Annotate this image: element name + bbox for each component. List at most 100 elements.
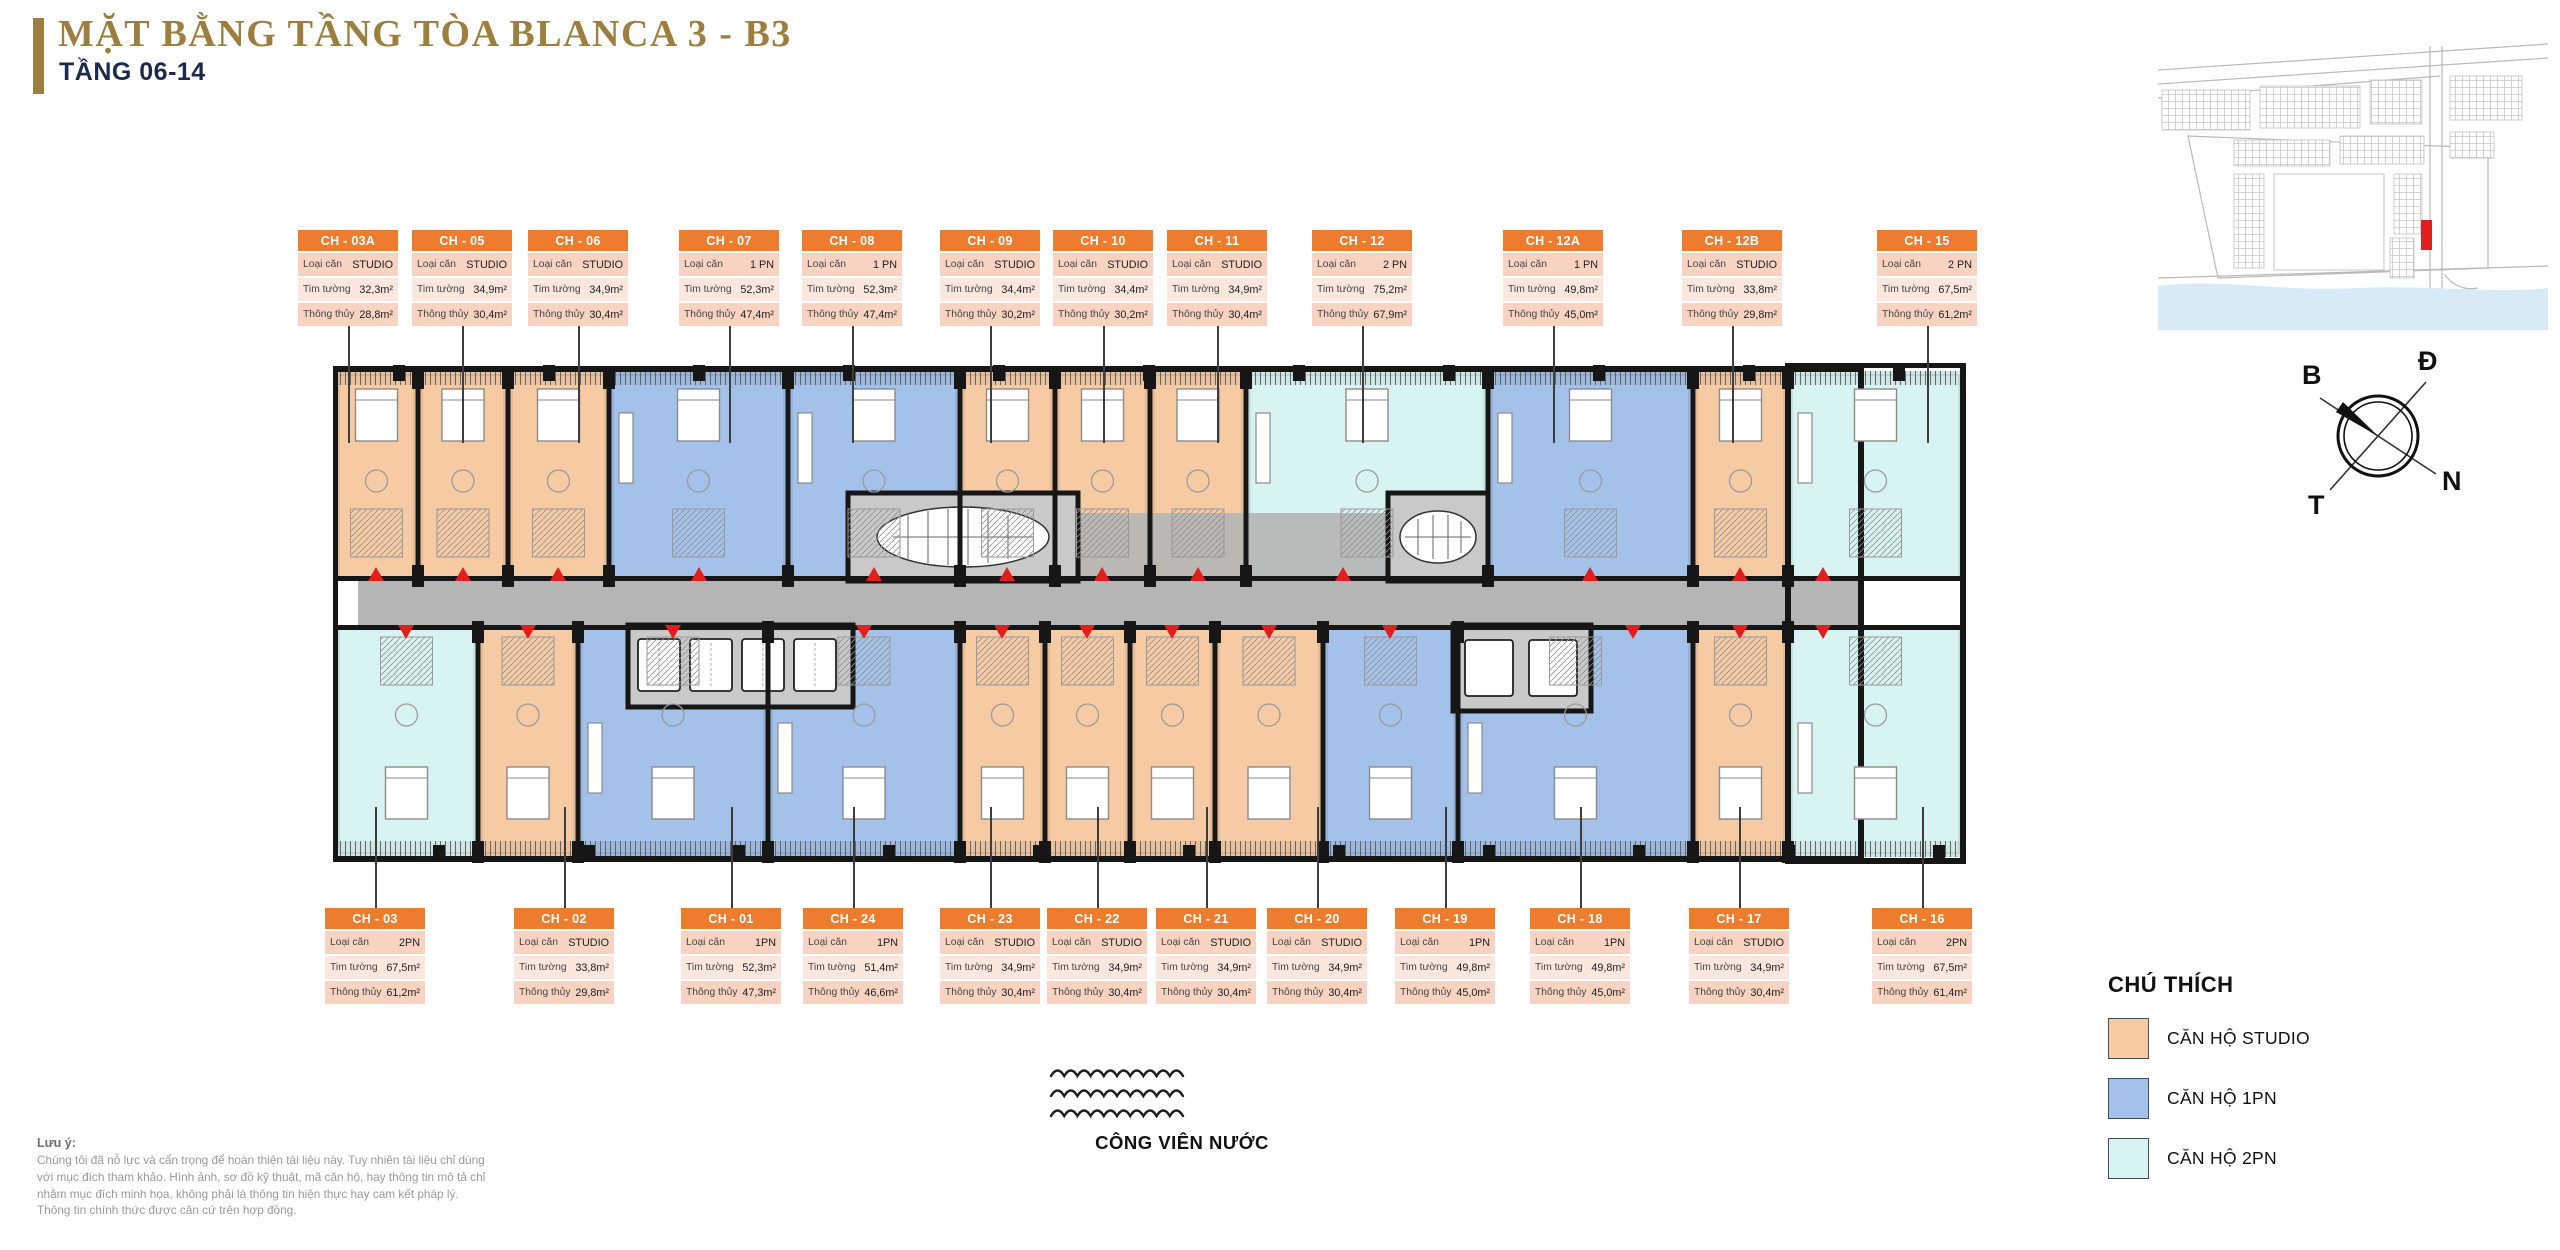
unit-card-id: CH - 07 <box>679 230 779 251</box>
unit-type-label: Loại căn <box>519 937 558 948</box>
unit-card-id: CH - 01 <box>681 908 781 929</box>
unit-card: CH - 01 Loại căn 1PN Tim tường 52,3m² Th… <box>681 807 781 1004</box>
compass-west-label: T <box>2308 490 2325 520</box>
unit-type-row: Loại căn 1PN <box>681 931 781 954</box>
compass-north-label: B <box>2302 360 2322 390</box>
unit-type-value: STUDIO <box>1743 936 1784 949</box>
legend-item-label: CĂN HỘ 1PN <box>2167 1088 2277 1108</box>
unit-net-label: Thông thủy <box>1882 309 1934 320</box>
unit-card: CH - 06 Loại căn STUDIO Tim tường 34,9m²… <box>528 230 628 443</box>
unit-cards-top-row: CH - 03A Loại căn STUDIO Tim tường 32,3m… <box>0 230 2560 443</box>
unit-net-row: Thông thủy 29,8m² <box>514 981 614 1004</box>
unit-card: CH - 12 Loại căn 2 PN Tim tường 75,2m² T… <box>1312 230 1412 443</box>
unit-card: CH - 12A Loại căn 1 PN Tim tường 49,8m² … <box>1503 230 1603 443</box>
unit-type-value: STUDIO <box>568 936 609 949</box>
unit-net-label: Thông thủy <box>1877 987 1929 998</box>
unit-card: CH - 12B Loại căn STUDIO Tim tường 33,8m… <box>1682 230 1782 443</box>
unit-gross-row: Tim tường 32,3m² <box>298 278 398 301</box>
unit-gross-label: Tim tường <box>303 284 351 295</box>
unit-type-row: Loại căn 1PN <box>1395 931 1495 954</box>
unit-net-label: Thông thủy <box>1694 987 1746 998</box>
unit-card-id: CH - 02 <box>514 908 614 929</box>
unit-type-label: Loại căn <box>945 259 984 270</box>
unit-card: CH - 03A Loại căn STUDIO Tim tường 32,3m… <box>298 230 398 443</box>
unit-net-label: Thông thủy <box>533 309 585 320</box>
disclaimer-body: Chúng tôi đã nỗ lực và cẩn trọng để hoàn… <box>37 1153 486 1218</box>
legend: CHÚ THÍCH CĂN HỘ STUDIO CĂN HỘ 1PN CĂN H… <box>2108 972 2428 1198</box>
unit-net-row: Thông thủy 47,4m² <box>679 303 779 326</box>
unit-gross-value: 33,8m² <box>575 961 609 974</box>
unit-net-label: Thông thủy <box>1058 309 1110 320</box>
unit-type-row: Loại căn 1PN <box>803 931 903 954</box>
unit-type-label: Loại căn <box>1882 259 1921 270</box>
unit-card-id: CH - 03 <box>325 908 425 929</box>
unit-type-row: Loại căn STUDIO <box>412 253 512 276</box>
unit-card: CH - 16 Loại căn 2PN Tim tường 67,5m² Th… <box>1872 807 1972 1004</box>
stair-core-right <box>1385 490 1491 584</box>
unit-gross-value: 49,8m² <box>1456 961 1490 974</box>
unit-net-row: Thông thủy 61,2m² <box>1877 303 1977 326</box>
unit-card: CH - 21 Loại căn STUDIO Tim tường 34,9m²… <box>1156 807 1256 1004</box>
unit-net-value: 67,9m² <box>1373 308 1407 321</box>
unit-type-value: 1PN <box>876 936 898 949</box>
unit-gross-row: Tim tường 49,8m² <box>1530 956 1630 979</box>
unit-net-value: 45,0m² <box>1456 986 1490 999</box>
unit-type-row: Loại căn STUDIO <box>514 931 614 954</box>
unit-type-label: Loại căn <box>807 259 846 270</box>
legend-item-label: CĂN HỘ 2PN <box>2167 1148 2277 1168</box>
unit-net-value: 30,4m² <box>1217 986 1251 999</box>
unit-card-id: CH - 06 <box>528 230 628 251</box>
unit-gross-row: Tim tường 34,9m² <box>1167 278 1267 301</box>
unit-net-row: Thông thủy 28,8m² <box>298 303 398 326</box>
unit-gross-value: 34,9m² <box>589 283 623 296</box>
unit-type-row: Loại căn 1 PN <box>679 253 779 276</box>
unit-net-row: Thông thủy 30,4m² <box>1047 981 1147 1004</box>
furniture-layer <box>350 388 1902 820</box>
unit-type-value: STUDIO <box>1107 258 1148 271</box>
site-map <box>2158 28 2548 330</box>
unit-gross-row: Tim tường 49,8m² <box>1503 278 1603 301</box>
unit-gross-row: Tim tường 52,3m² <box>679 278 779 301</box>
unit-gross-label: Tim tường <box>1172 284 1220 295</box>
unit-card: CH - 18 Loại căn 1PN Tim tường 49,8m² Th… <box>1530 807 1630 1004</box>
unit-net-value: 30,2m² <box>1001 308 1035 321</box>
unit-net-value: 28,8m² <box>359 308 393 321</box>
unit-card-id: CH - 03A <box>298 230 398 251</box>
unit-type-row: Loại căn 2PN <box>325 931 425 954</box>
compass-east-label: Đ <box>2418 348 2438 376</box>
unit-card-id: CH - 08 <box>802 230 902 251</box>
unit-type-value: STUDIO <box>1101 936 1142 949</box>
compass-rose: B Đ T N <box>2302 348 2462 520</box>
unit-gross-value: 34,9m² <box>1750 961 1784 974</box>
unit-type-row: Loại căn STUDIO <box>1267 931 1367 954</box>
unit-card-id: CH - 19 <box>1395 908 1495 929</box>
unit-net-row: Thông thủy 61,4m² <box>1872 981 1972 1004</box>
unit-gross-row: Tim tường 34,4m² <box>940 278 1040 301</box>
unit-net-row: Thông thủy 30,4m² <box>412 303 512 326</box>
unit-net-label: Thông thủy <box>1272 987 1324 998</box>
unit-card-id: CH - 15 <box>1877 230 1977 251</box>
unit-type-value: STUDIO <box>994 936 1035 949</box>
unit-net-row: Thông thủy 45,0m² <box>1503 303 1603 326</box>
unit-gross-label: Tim tường <box>1508 284 1556 295</box>
unit-gross-value: 52,3m² <box>863 283 897 296</box>
unit-net-value: 47,4m² <box>863 308 897 321</box>
unit-net-row: Thông thủy 30,4m² <box>528 303 628 326</box>
unit-type-value: STUDIO <box>352 258 393 271</box>
unit-net-row: Thông thủy 47,4m² <box>802 303 902 326</box>
unit-gross-label: Tim tường <box>1058 284 1106 295</box>
current-building-marker <box>2421 220 2432 250</box>
unit-gross-value: 49,8m² <box>1591 961 1625 974</box>
unit-card-id: CH - 23 <box>940 908 1040 929</box>
unit-net-value: 61,2m² <box>386 986 420 999</box>
unit-gross-row: Tim tường 52,3m² <box>802 278 902 301</box>
unit-type-label: Loại căn <box>1877 937 1916 948</box>
unit-card: CH - 24 Loại căn 1PN Tim tường 51,4m² Th… <box>803 807 903 1004</box>
legend-item-label: CĂN HỘ STUDIO <box>2167 1028 2310 1048</box>
unit-type-label: Loại căn <box>330 937 369 948</box>
unit-type-label: Loại căn <box>533 259 572 270</box>
unit-gross-row: Tim tường 49,8m² <box>1395 956 1495 979</box>
unit-gross-value: 34,4m² <box>1001 283 1035 296</box>
unit-gross-value: 49,8m² <box>1564 283 1598 296</box>
unit-type-value: 2PN <box>398 936 420 949</box>
